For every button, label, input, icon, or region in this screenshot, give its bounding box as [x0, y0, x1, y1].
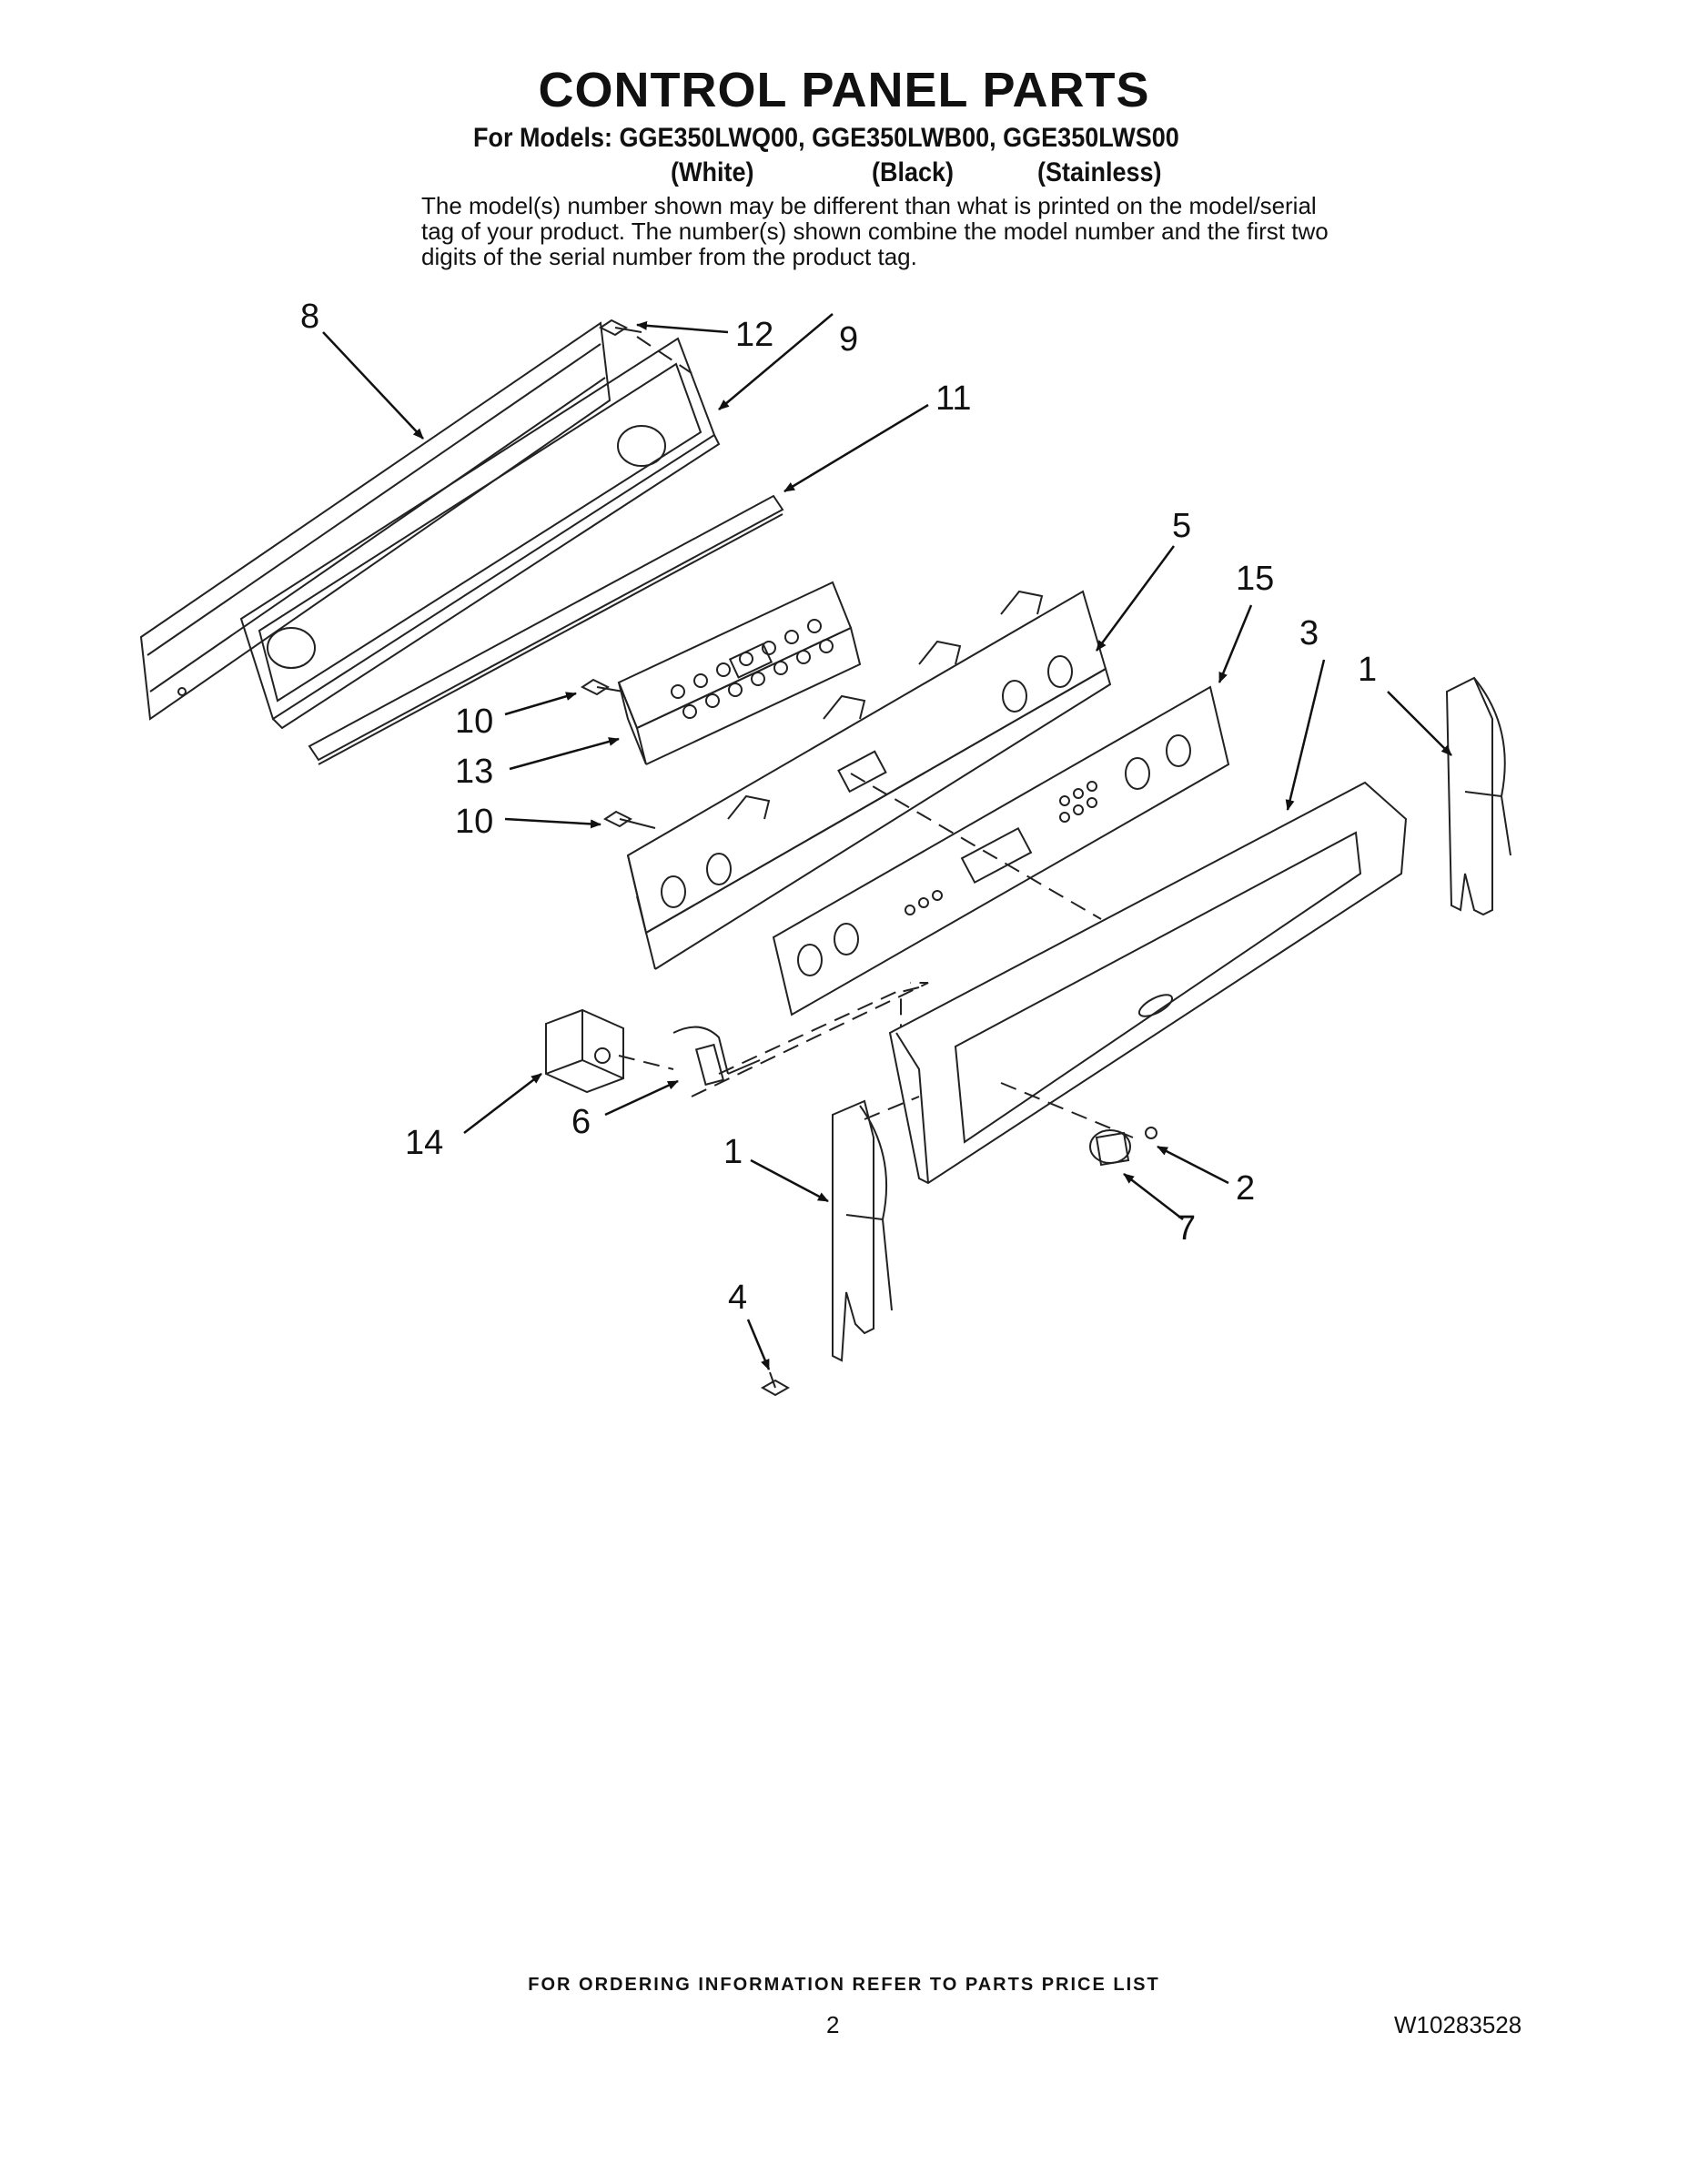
page-number: 2 [826, 2011, 840, 2038]
callout-3: 3 [1299, 614, 1319, 652]
part-13-control-board [617, 581, 862, 765]
callout-12: 12 [735, 316, 773, 354]
part-3-trim-frame [888, 781, 1408, 1185]
leader-lines [322, 313, 1452, 1370]
ordering-info: FOR ORDERING INFORMATION REFER TO PARTS … [528, 1975, 1160, 1995]
callout-13: 13 [455, 753, 493, 791]
variant-stainless: (Stainless) [1037, 157, 1162, 187]
part-2-screw [1145, 1127, 1157, 1139]
part-6-harness [672, 1026, 761, 1087]
part-1-side-bracket-left [832, 1099, 893, 1362]
callout-14: 14 [405, 1124, 443, 1162]
callout-10-upper: 10 [455, 703, 493, 741]
part-9-console-frame [239, 337, 721, 730]
variant-black: (Black) [872, 157, 955, 187]
page-title: CONTROL PANEL PARTS [538, 63, 1150, 117]
part-7-knob [1089, 1129, 1131, 1167]
part-5-control-panel [626, 590, 1112, 970]
document-number: W10283528 [1394, 2011, 1522, 2038]
callout-11: 11 [935, 379, 971, 418]
part-14-switch [545, 1008, 624, 1094]
callout-7: 7 [1177, 1209, 1196, 1248]
callouts: 8 12 9 11 5 15 3 1 10 13 10 14 6 1 2 7 4 [300, 298, 1377, 1317]
callout-8: 8 [300, 298, 319, 336]
part-1-side-bracket-right [1445, 676, 1511, 916]
part-12-screw [599, 318, 642, 337]
callout-1-left: 1 [723, 1133, 743, 1171]
callout-5: 5 [1172, 507, 1191, 545]
callout-2: 2 [1236, 1169, 1255, 1208]
models-line: For Models: GGE350LWQ00, GGE350LWB00, GG… [473, 123, 1179, 153]
assembly-lines [618, 336, 1134, 1138]
model-number-note: The model(s) number shown may be differe… [421, 192, 1329, 270]
callout-15: 15 [1236, 560, 1274, 598]
part-11-bracket [308, 494, 784, 765]
callout-6: 6 [571, 1103, 591, 1141]
part-15-overlay [772, 685, 1230, 1016]
part-8-back-panel [139, 321, 612, 721]
part-10-screw-upper [581, 678, 624, 696]
variant-white: (White) [671, 157, 754, 187]
callout-4: 4 [728, 1279, 747, 1317]
part-10-screw-lower [603, 810, 656, 829]
part-4-screw [760, 1371, 791, 1397]
callout-1-right: 1 [1358, 651, 1377, 689]
callout-9: 9 [839, 320, 858, 359]
callout-10-lower: 10 [455, 803, 493, 841]
